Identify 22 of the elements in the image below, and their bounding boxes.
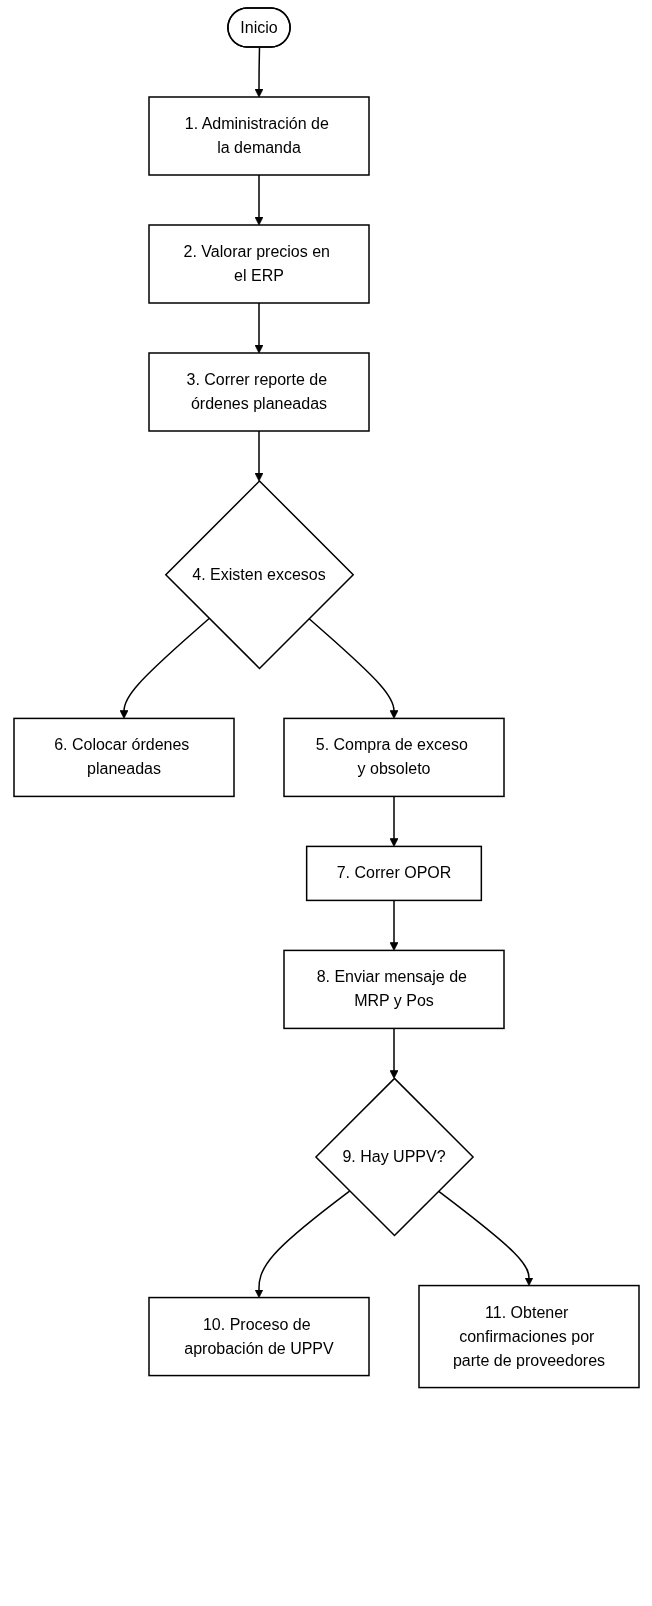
- arrow: [254, 46, 263, 98]
- node-box: 3. Correr reporte de órdenes planeadas: [147, 352, 370, 432]
- arrow: [254, 1190, 350, 1298]
- arrow: [307, 617, 398, 719]
- node-diamond: 4. Existen excesos: [164, 479, 354, 670]
- node-box: 7. Correr OPOR: [305, 845, 482, 902]
- arrow: [254, 430, 263, 482]
- arrow: [389, 795, 398, 847]
- node-box: 11. Obtener confirmaciones por parte de proveedores: [417, 1284, 640, 1389]
- arrow: [437, 1190, 533, 1286]
- arrow: [389, 1027, 398, 1079]
- node-box: 2. Valorar precios en el ERP: [147, 224, 370, 304]
- node-box: 8. Enviar mensaje de MRP y Pos: [282, 949, 505, 1030]
- node-box: 10. Proceso de aprobación de UPPV: [147, 1296, 370, 1377]
- arrow: [119, 617, 210, 719]
- arrow: [254, 174, 263, 226]
- node-box: 6. Colocar órdenes planeadas: [12, 717, 235, 798]
- arrow: [389, 899, 398, 951]
- node-box: 5. Compra de exceso y obsoleto: [282, 717, 505, 798]
- arrow: [254, 302, 263, 354]
- node-diamond: 9. Hay UPPV?: [314, 1077, 474, 1237]
- node-box: 1. Administración de la demanda: [147, 96, 370, 176]
